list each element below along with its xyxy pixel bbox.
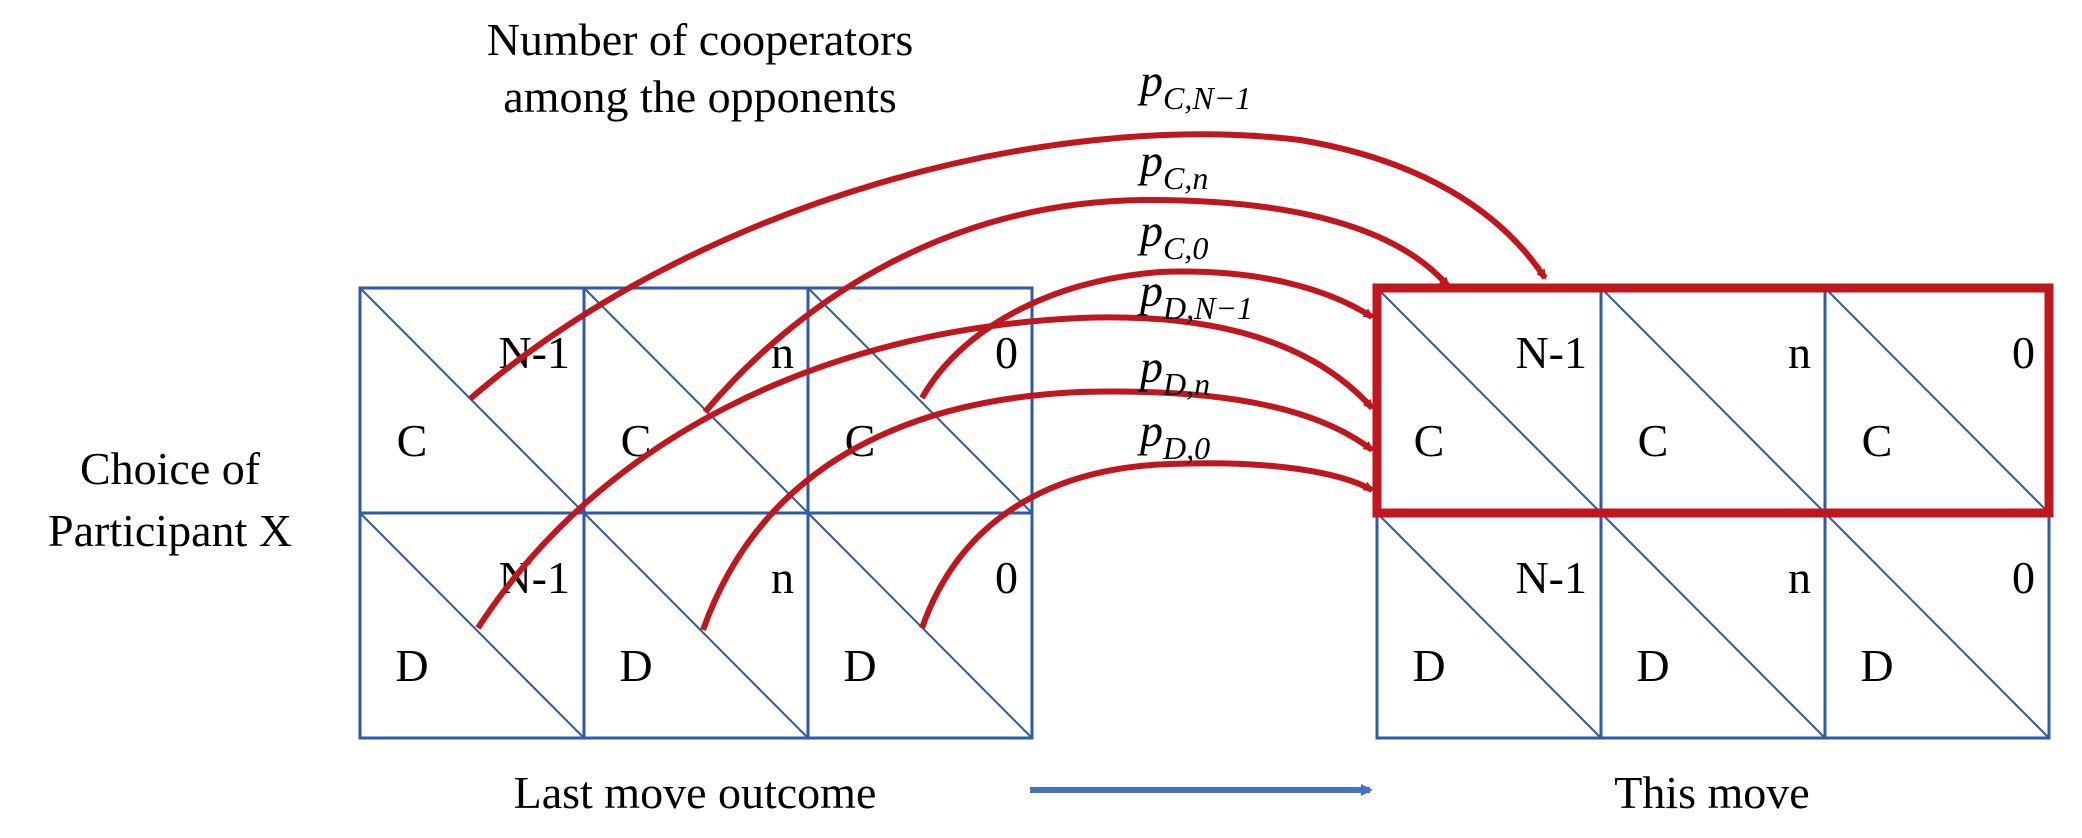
cell-count-label: N-1 — [1515, 552, 1587, 603]
this-cell-d-1: nD — [1599, 511, 1827, 740]
cell-border — [806, 511, 1034, 740]
cell-diagonal — [583, 287, 809, 514]
prob-label: pC,n — [1137, 135, 1208, 196]
cell-count-label: n — [1788, 552, 1811, 603]
cell-choice-label: C — [1638, 415, 1669, 466]
cell-diagonal — [1376, 287, 1602, 514]
prob-label: pD,0 — [1137, 405, 1210, 466]
left-label-line1: Choice of — [80, 443, 261, 494]
arrow-d-n — [700, 388, 1374, 632]
last-cell-d-0: N-1D — [358, 511, 586, 740]
cell-count-label: n — [1788, 327, 1811, 378]
cell-diagonal — [807, 287, 1033, 514]
last-cell-d-1: nD — [582, 511, 810, 740]
cell-diagonal — [359, 512, 585, 739]
cell-choice-label: D — [843, 640, 876, 691]
cell-diagonal — [1600, 512, 1826, 739]
cell-choice-label: D — [1860, 640, 1893, 691]
cell-choice-label: C — [397, 415, 428, 466]
this-cell-d-0: N-1D — [1375, 511, 1603, 740]
this-move-label: This move — [1614, 767, 1809, 818]
transition-arrows — [468, 131, 1548, 632]
this-cell-c-1: nC — [1599, 286, 1827, 515]
cell-count-label: n — [771, 552, 794, 603]
arrow-c-0 — [919, 268, 1374, 400]
left-label-line2: Participant X — [48, 505, 292, 556]
last-move-label: Last move outcome — [514, 767, 877, 818]
cell-choice-label: C — [1414, 415, 1445, 466]
top-label-line2: among the opponents — [503, 71, 897, 122]
this-cell-c-0: N-1C — [1375, 286, 1603, 515]
cell-diagonal — [1376, 512, 1602, 739]
arrow-c-n — [702, 196, 1451, 414]
cell-count-label: N-1 — [1515, 327, 1587, 378]
cell-diagonal — [1824, 287, 2050, 514]
cell-diagonal — [1600, 287, 1826, 514]
cell-diagonal — [583, 512, 809, 739]
arrow-d-0 — [919, 460, 1374, 629]
arrow-c-n-1 — [468, 131, 1548, 402]
cell-count-label: 0 — [995, 327, 1018, 378]
prob-label: pC,0 — [1137, 205, 1208, 266]
cell-choice-label: D — [395, 640, 428, 691]
top-label-line1: Number of cooperators — [487, 14, 914, 65]
cell-diagonal — [1824, 512, 2050, 739]
transition-probabilities: pC,N−1 pC,n pC,0 pD,N−1 pD,n pD,0 — [1137, 55, 1253, 466]
cell-choice-label: C — [1862, 415, 1893, 466]
cooperate-row-highlight — [1372, 283, 2054, 518]
cell-choice-label: D — [1412, 640, 1445, 691]
prob-label: pC,N−1 — [1137, 55, 1251, 116]
arrow-d-n-1 — [475, 314, 1375, 630]
cell-count-label: 0 — [2012, 552, 2035, 603]
cell-count-label: 0 — [2012, 327, 2035, 378]
this-cell-c-2: 0C — [1823, 286, 2051, 515]
this-cell-d-2: 0D — [1823, 511, 2051, 740]
cell-count-label: 0 — [995, 552, 1018, 603]
prob-label: pD,n — [1137, 341, 1210, 402]
prob-label: pD,N−1 — [1137, 265, 1253, 326]
cell-choice-label: D — [1636, 640, 1669, 691]
cell-count-label: N-1 — [498, 552, 570, 603]
cell-choice-label: D — [619, 640, 652, 691]
